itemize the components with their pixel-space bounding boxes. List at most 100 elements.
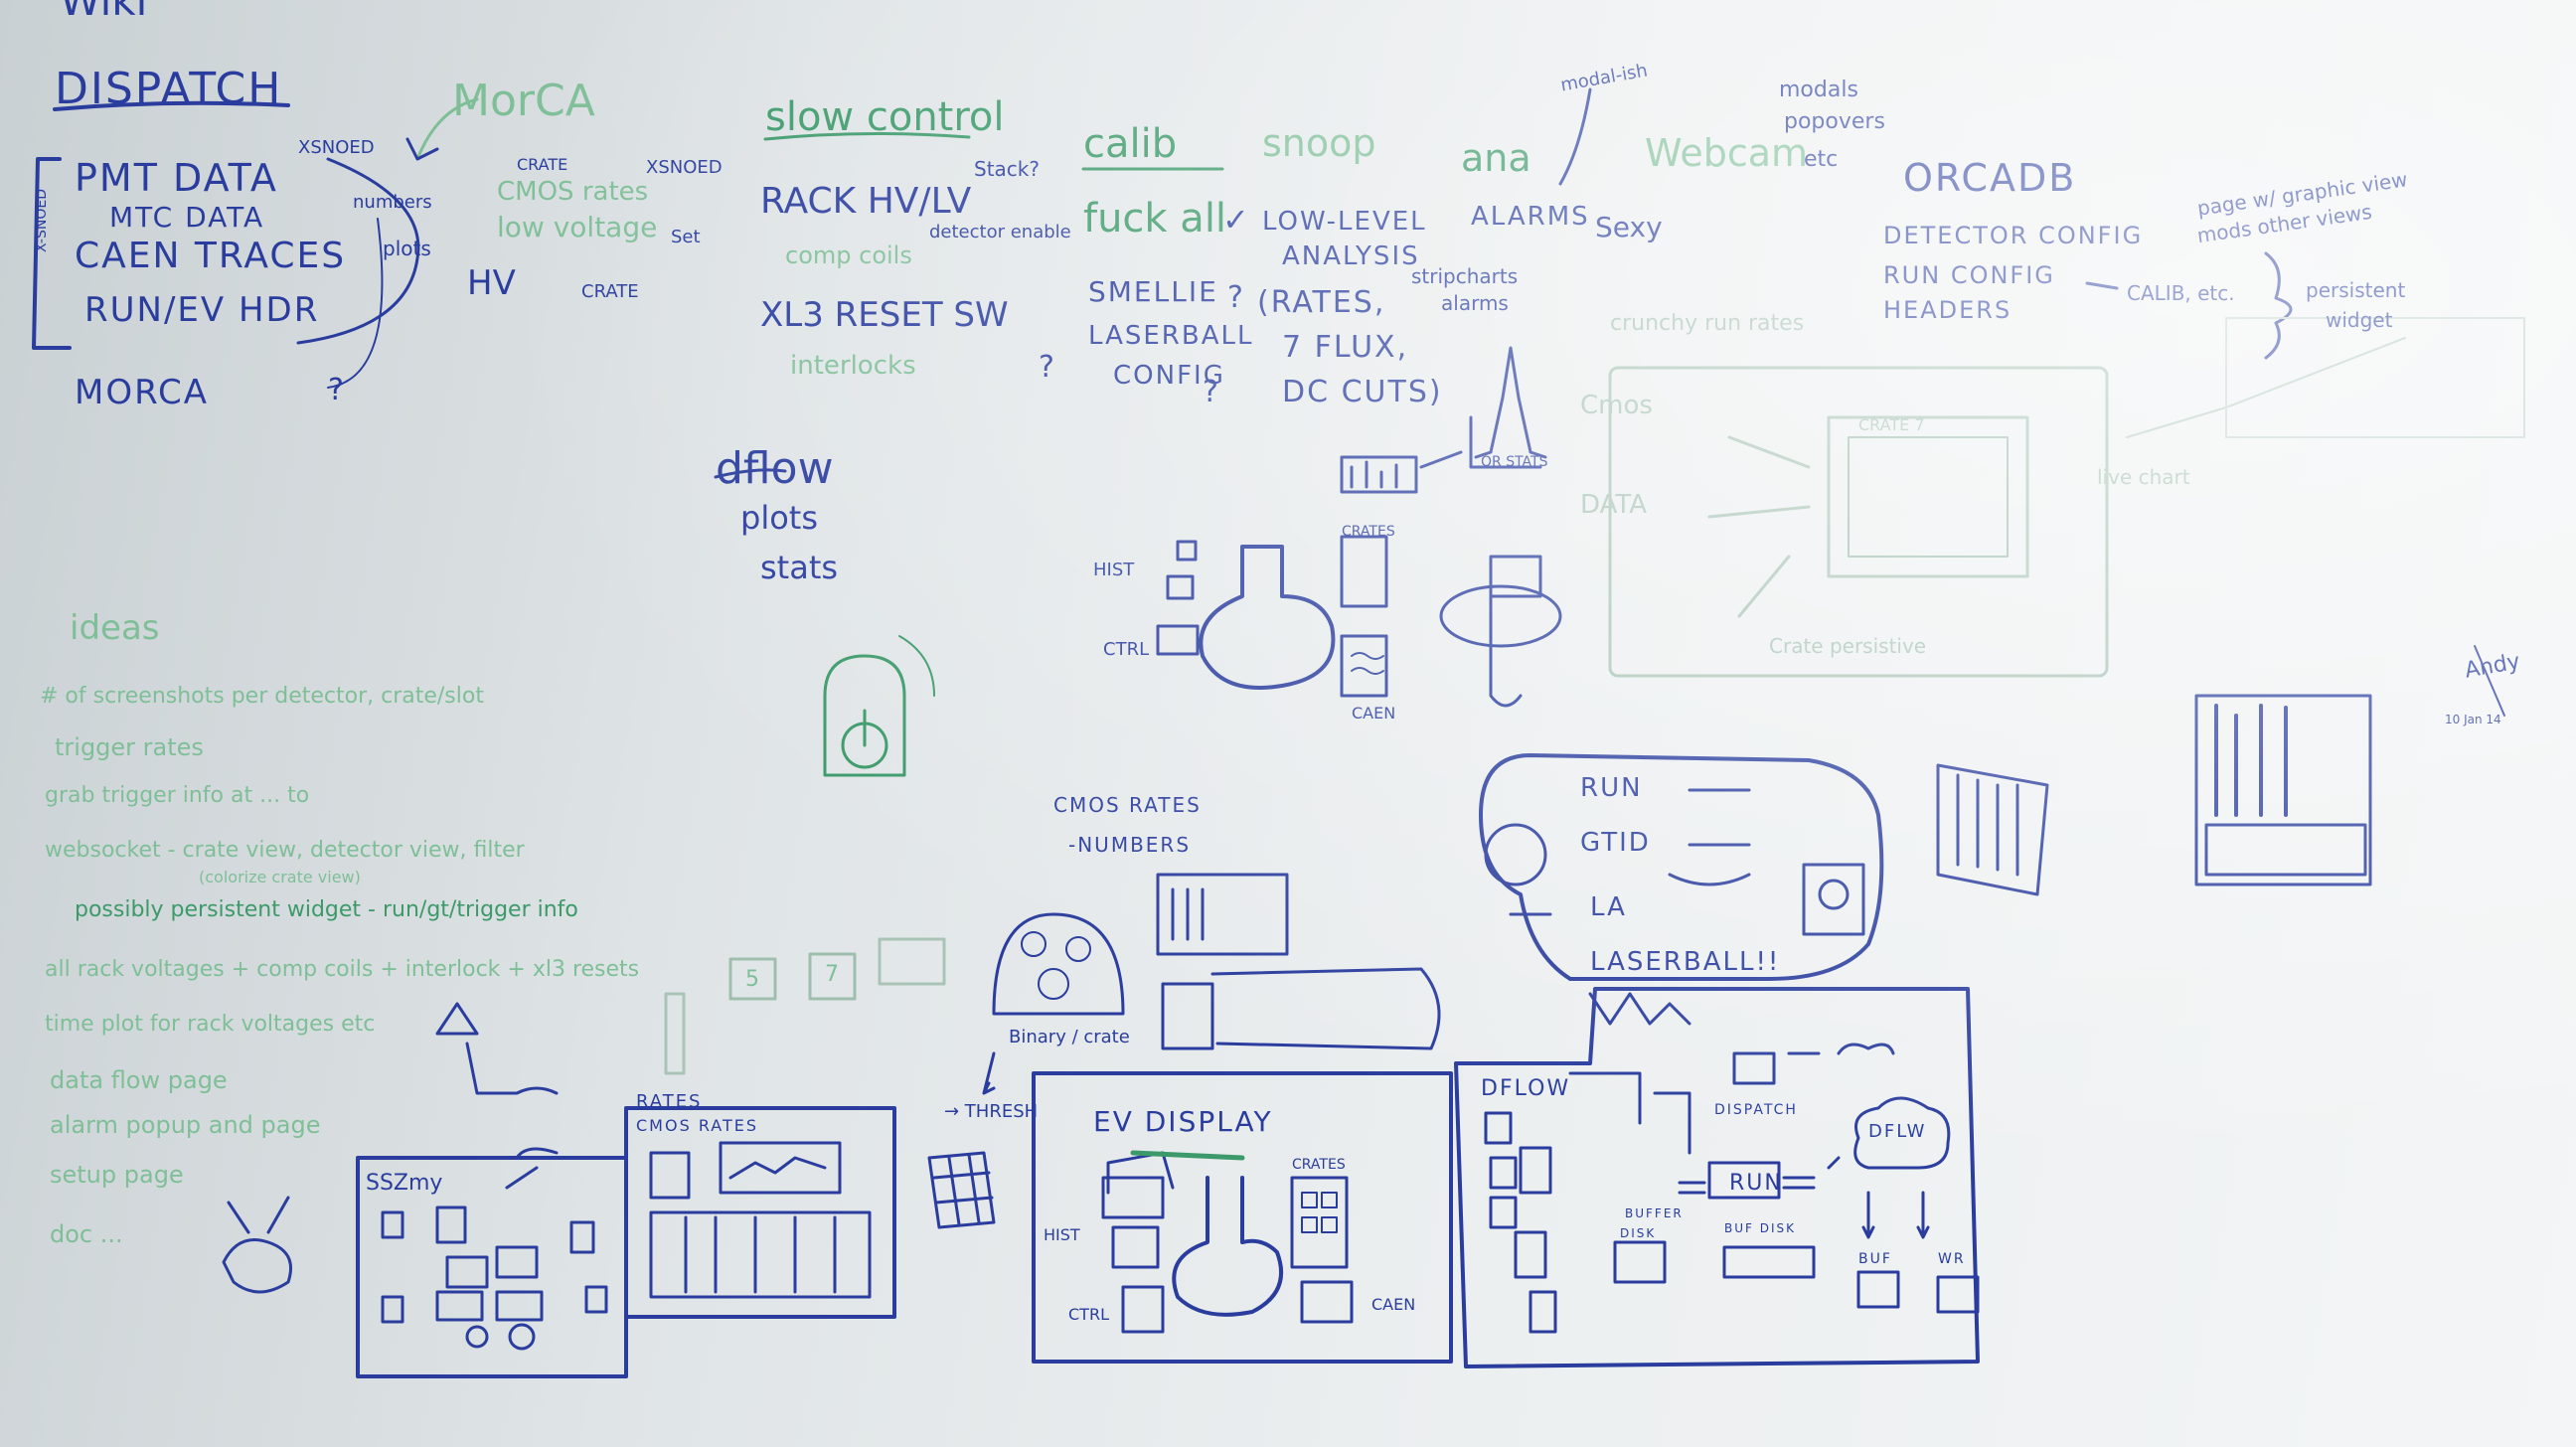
ideas-item-12: doc ... [50, 1220, 123, 1248]
slow-control-rack: RACK HV/LV [760, 181, 972, 222]
sketch-ctrl-label: CTRL [1103, 639, 1150, 660]
ana-alarms: ALARMS [1471, 202, 1590, 232]
dflow-box-title: DFLOW [1481, 1076, 1571, 1101]
orcadb-item-1: DETECTOR CONFIG [1883, 222, 2144, 249]
webcam-modals: modals [1779, 78, 1858, 102]
dispatch-box-label: DISPATCH [1714, 1102, 1798, 1118]
buf-label: BUF [1858, 1251, 1892, 1267]
snoop-low-level: LOW-LEVEL [1262, 207, 1427, 237]
dispatch-side-label: X-SNOED [33, 189, 50, 252]
faint-live-chart: live chart [2097, 465, 2190, 489]
ideas-item-8: time plot for rack voltages etc [45, 1012, 376, 1037]
dispatch-item-1: PMT DATA [75, 156, 278, 200]
morca-line-2: low voltage [497, 211, 658, 243]
signature-date: 10 Jan 14 [2445, 713, 2501, 726]
ideas-item-2: trigger rates [55, 733, 204, 761]
webcam-popovers: popovers [1784, 109, 1885, 134]
ana-stripcharts: stripcharts [1411, 264, 1519, 288]
faint-note: crunchy run rates [1610, 311, 1805, 336]
ev-crates-label: CRATES [1292, 1157, 1346, 1173]
dispatch-title: DISPATCH [55, 64, 283, 114]
ideas-item-6: possibly persistent widget - run/gt/trig… [75, 897, 578, 922]
calib-config: CONFIG [1113, 361, 1225, 391]
morca-hv: HV [467, 263, 516, 303]
cmos-patches-label: CMOS RATES [636, 1116, 759, 1135]
slow-control-interlocks: interlocks [790, 351, 916, 381]
morca-annotation: XSNOED [646, 157, 723, 178]
cmos-rates-title: CMOS RATES [1053, 793, 1202, 817]
dispatch-item-3: CAEN TRACES [75, 236, 347, 276]
calib-question-2: ? [1203, 375, 1218, 409]
ideas-key-1: 5 [745, 967, 759, 992]
calib-question-1: ? [1227, 280, 1243, 315]
webcam-etc: etc [1804, 147, 1839, 172]
slow-control-comp-coils: comp coils [785, 241, 912, 269]
buffer-label: BUFFER [1625, 1206, 1684, 1220]
binary-crate-label: Binary / crate [1009, 1027, 1130, 1047]
disk-label: DISK [1620, 1226, 1657, 1240]
laserball-line: LASERBALL!! [1590, 947, 1781, 977]
snoop-analysis: ANALYSIS [1282, 241, 1420, 271]
ideas-item-3: grab trigger info at ... to [45, 783, 310, 808]
ideas-key-2: 7 [825, 962, 839, 987]
ev-ctrl-label: CTRL [1068, 1305, 1109, 1324]
snoop-rates: (RATES, [1257, 285, 1386, 320]
run-label: RUN [1580, 773, 1643, 803]
dispatch-annotation-3: plots [383, 237, 431, 260]
calib-laserball: LASERBALL [1088, 321, 1254, 351]
ana-title: ana [1461, 136, 1531, 180]
orcadb-item-3: HEADERS [1883, 296, 2012, 324]
morca-hv-crate: CRATE [581, 281, 639, 302]
webcam-sexy: Sexy [1595, 211, 1663, 243]
ideas-item-5: (colorize crate view) [199, 868, 361, 886]
buf-disk-label: BUF DISK [1724, 1221, 1796, 1235]
dispatch-morca: MORCA [75, 373, 210, 412]
orcadb-item-2: RUN CONFIG [1883, 261, 2055, 289]
faint-crate: CRATE 7 [1858, 415, 1925, 434]
sketch-or-stats-label: OR STATS [1481, 454, 1548, 470]
ev-hist-label: HIST [1044, 1225, 1080, 1244]
calib-fuck-all: fuck all [1083, 196, 1227, 241]
dflow-stats: stats [760, 549, 839, 586]
orcadb-persistent: persistent [2306, 278, 2406, 302]
slow-control-detector-enable: detector enable [929, 222, 1071, 242]
corner-word: Wiki [60, 0, 148, 25]
dispatch-annotation-1: XSNOED [298, 137, 375, 158]
dflw-label: DFLW [1868, 1121, 1927, 1142]
dispatch-item-4: RUN/EV HDR [84, 290, 320, 330]
orcadb-widget: widget [2326, 308, 2393, 332]
ana-alarms-2: alarms [1441, 291, 1509, 315]
faint-cmos: Cmos [1580, 391, 1653, 420]
ideas-item-10: alarm popup and page [50, 1111, 321, 1139]
sketch-hist-label: HIST [1093, 560, 1135, 580]
dflow-plots: plots [740, 499, 818, 537]
wr-label: WR [1938, 1251, 1966, 1267]
ev-caen-label: CAEN [1371, 1295, 1416, 1314]
la-label: LA [1590, 892, 1627, 922]
ideas-item-11: setup page [50, 1161, 184, 1189]
morca-crate: CRATE [517, 155, 568, 174]
morca-line-1: CMOS rates [497, 177, 649, 207]
webcam-title: Webcam [1645, 131, 1809, 175]
snoop-title: snoop [1262, 121, 1376, 165]
slow-control-xl3: XL3 RESET SW [760, 295, 1009, 335]
dflow-title: dflow [716, 443, 834, 494]
rates-label: RATES [636, 1091, 703, 1112]
slow-control-title: slow control [765, 94, 1005, 140]
ideas-item-1: # of screenshots per detector, crate/slo… [40, 684, 484, 709]
morca-set: Set [671, 227, 701, 247]
slow-control-stack: Stack? [974, 157, 1040, 181]
gtid-label: GTID [1580, 828, 1651, 858]
run-box-label: RUN [1729, 1171, 1783, 1196]
snoop-dc-cuts: DC CUTS) [1282, 375, 1443, 409]
ideas-title: ideas [70, 608, 160, 648]
calib-smellie: SMELLIE [1088, 275, 1218, 308]
ev-display-title: EV DISPLAY [1093, 1105, 1273, 1138]
slow-control-q: ? [1039, 350, 1054, 385]
dispatch-item-2: MTC DATA [109, 201, 265, 234]
faint-crate-persistent: Crate persistive [1769, 634, 1927, 658]
dispatch-annotation-2: numbers [353, 192, 432, 213]
sketch-caen-label: CAEN [1352, 704, 1396, 723]
ideas-item-7: all rack voltages + comp coils + interlo… [45, 957, 640, 982]
